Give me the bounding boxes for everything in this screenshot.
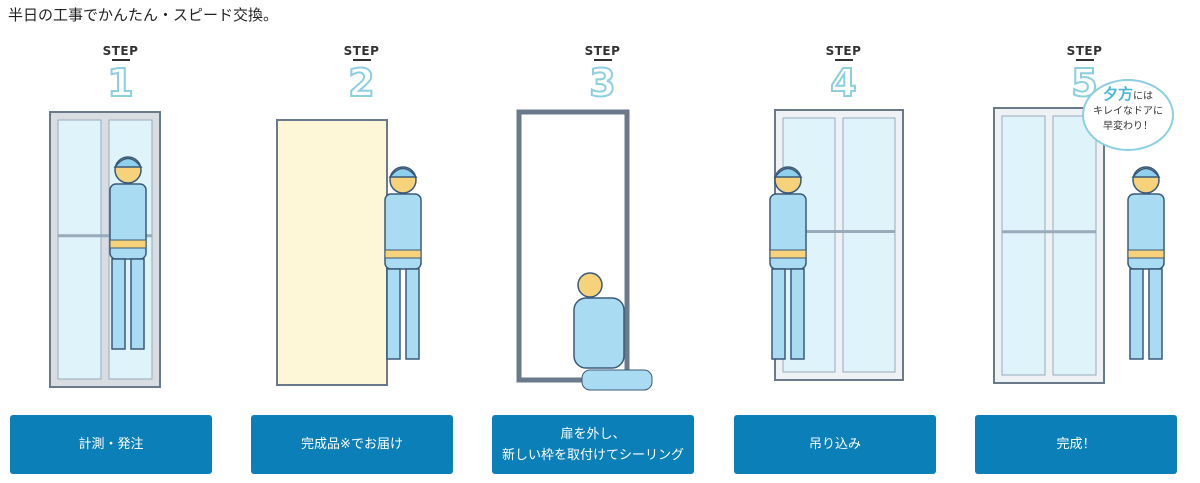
step-heading-3: STEP 3 [482,44,723,105]
step-button-4[interactable]: 吊り込み [734,415,936,474]
step-label: STEP [584,44,621,58]
step-number: 2 [347,61,375,105]
step-button-1[interactable]: 計測・発注 [10,415,212,474]
step-number: 3 [588,61,616,105]
step-illustration-2 [276,119,422,386]
step-button-3[interactable]: 扉を外し、 新しい枠を取付けてシーリング [492,415,694,474]
step-button-2[interactable]: 完成品※でお届け [251,415,453,474]
lead-text: 半日の工事でかんたん・スピード交換。 [8,6,279,24]
worker-illustration [109,156,147,350]
step-underline [834,59,853,61]
worker-illustration [1127,166,1165,360]
step-heading-1: STEP 1 [0,44,241,105]
bubble-big-text: 夕方 [1102,85,1133,103]
step-illustration-3 [516,109,653,391]
step-number: 1 [106,61,134,105]
step-illustration-1 [49,111,161,388]
step-underline [1075,59,1094,61]
step-label: STEP [1066,44,1103,58]
step-underline [593,59,612,61]
step-illustration-4 [769,109,904,381]
bubble-line3: 早変わり！ [1103,121,1153,132]
kneeling-worker [573,272,653,391]
step-label: STEP [825,44,862,58]
worker-illustration [769,166,807,360]
packaged-door [276,119,388,386]
worker-illustration [384,166,422,360]
step-button-5[interactable]: 完成！ [975,415,1177,474]
speech-bubble: 夕方には キレイなドアに 早変わり！ [1082,79,1174,151]
step-label: STEP [343,44,380,58]
step-heading-5: STEP 5 [964,44,1200,104]
step-underline [352,59,371,61]
step-label: STEP [102,44,139,58]
step-illustration-5 [993,107,1165,384]
step-underline [111,59,130,61]
bubble-line2: キレイなドアに [1093,106,1163,117]
door-illustration [993,107,1105,384]
bubble-small-text: には [1133,91,1153,102]
step-number: 4 [829,61,857,105]
step-heading-2: STEP 2 [241,44,482,105]
step-heading-4: STEP 4 [723,44,964,105]
